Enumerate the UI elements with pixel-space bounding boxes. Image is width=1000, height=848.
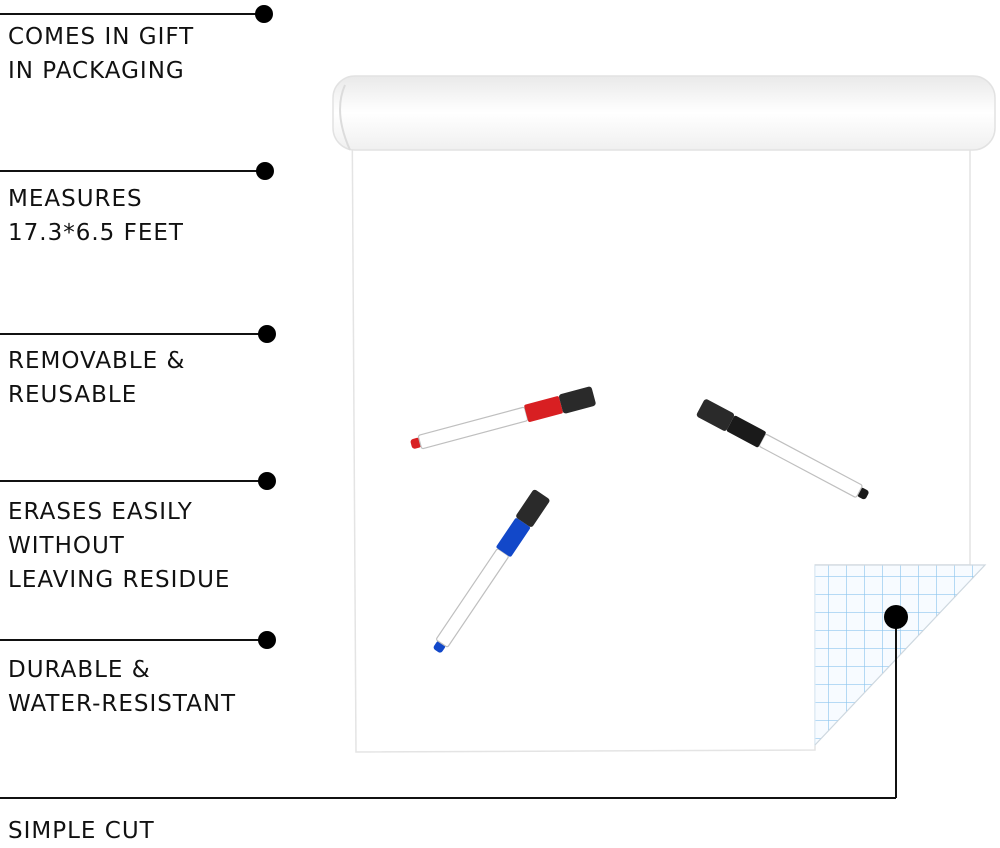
callout-dot [255, 5, 273, 23]
callout-line [0, 480, 265, 482]
blue-marker-icon [433, 489, 550, 653]
callout-line [0, 639, 265, 641]
red-marker-icon [410, 386, 596, 450]
callout-dot [258, 631, 276, 649]
callout-dot [258, 325, 276, 343]
simple-cut-pointer-dot [884, 605, 908, 629]
sheet-roll [332, 75, 996, 151]
callout-dot [256, 162, 274, 180]
feature-label: DURABLE & WATER-RESISTANT [8, 657, 237, 717]
black-marker-icon [696, 399, 869, 500]
feature-label: MEASURES 17.3*6.5 FEET [8, 186, 184, 246]
feature-label: REMOVABLE & REUSABLE [8, 348, 186, 408]
callout-line [0, 170, 262, 172]
feature-label: ERASES EASILY WITHOUT LEAVING RESIDUE [8, 499, 231, 593]
callout-line [0, 333, 265, 335]
callout-line [0, 13, 262, 15]
feature-label: COMES IN GIFT IN PACKAGING [8, 24, 195, 84]
callout-dot [258, 472, 276, 490]
feature-label: SIMPLE CUT [8, 818, 155, 844]
